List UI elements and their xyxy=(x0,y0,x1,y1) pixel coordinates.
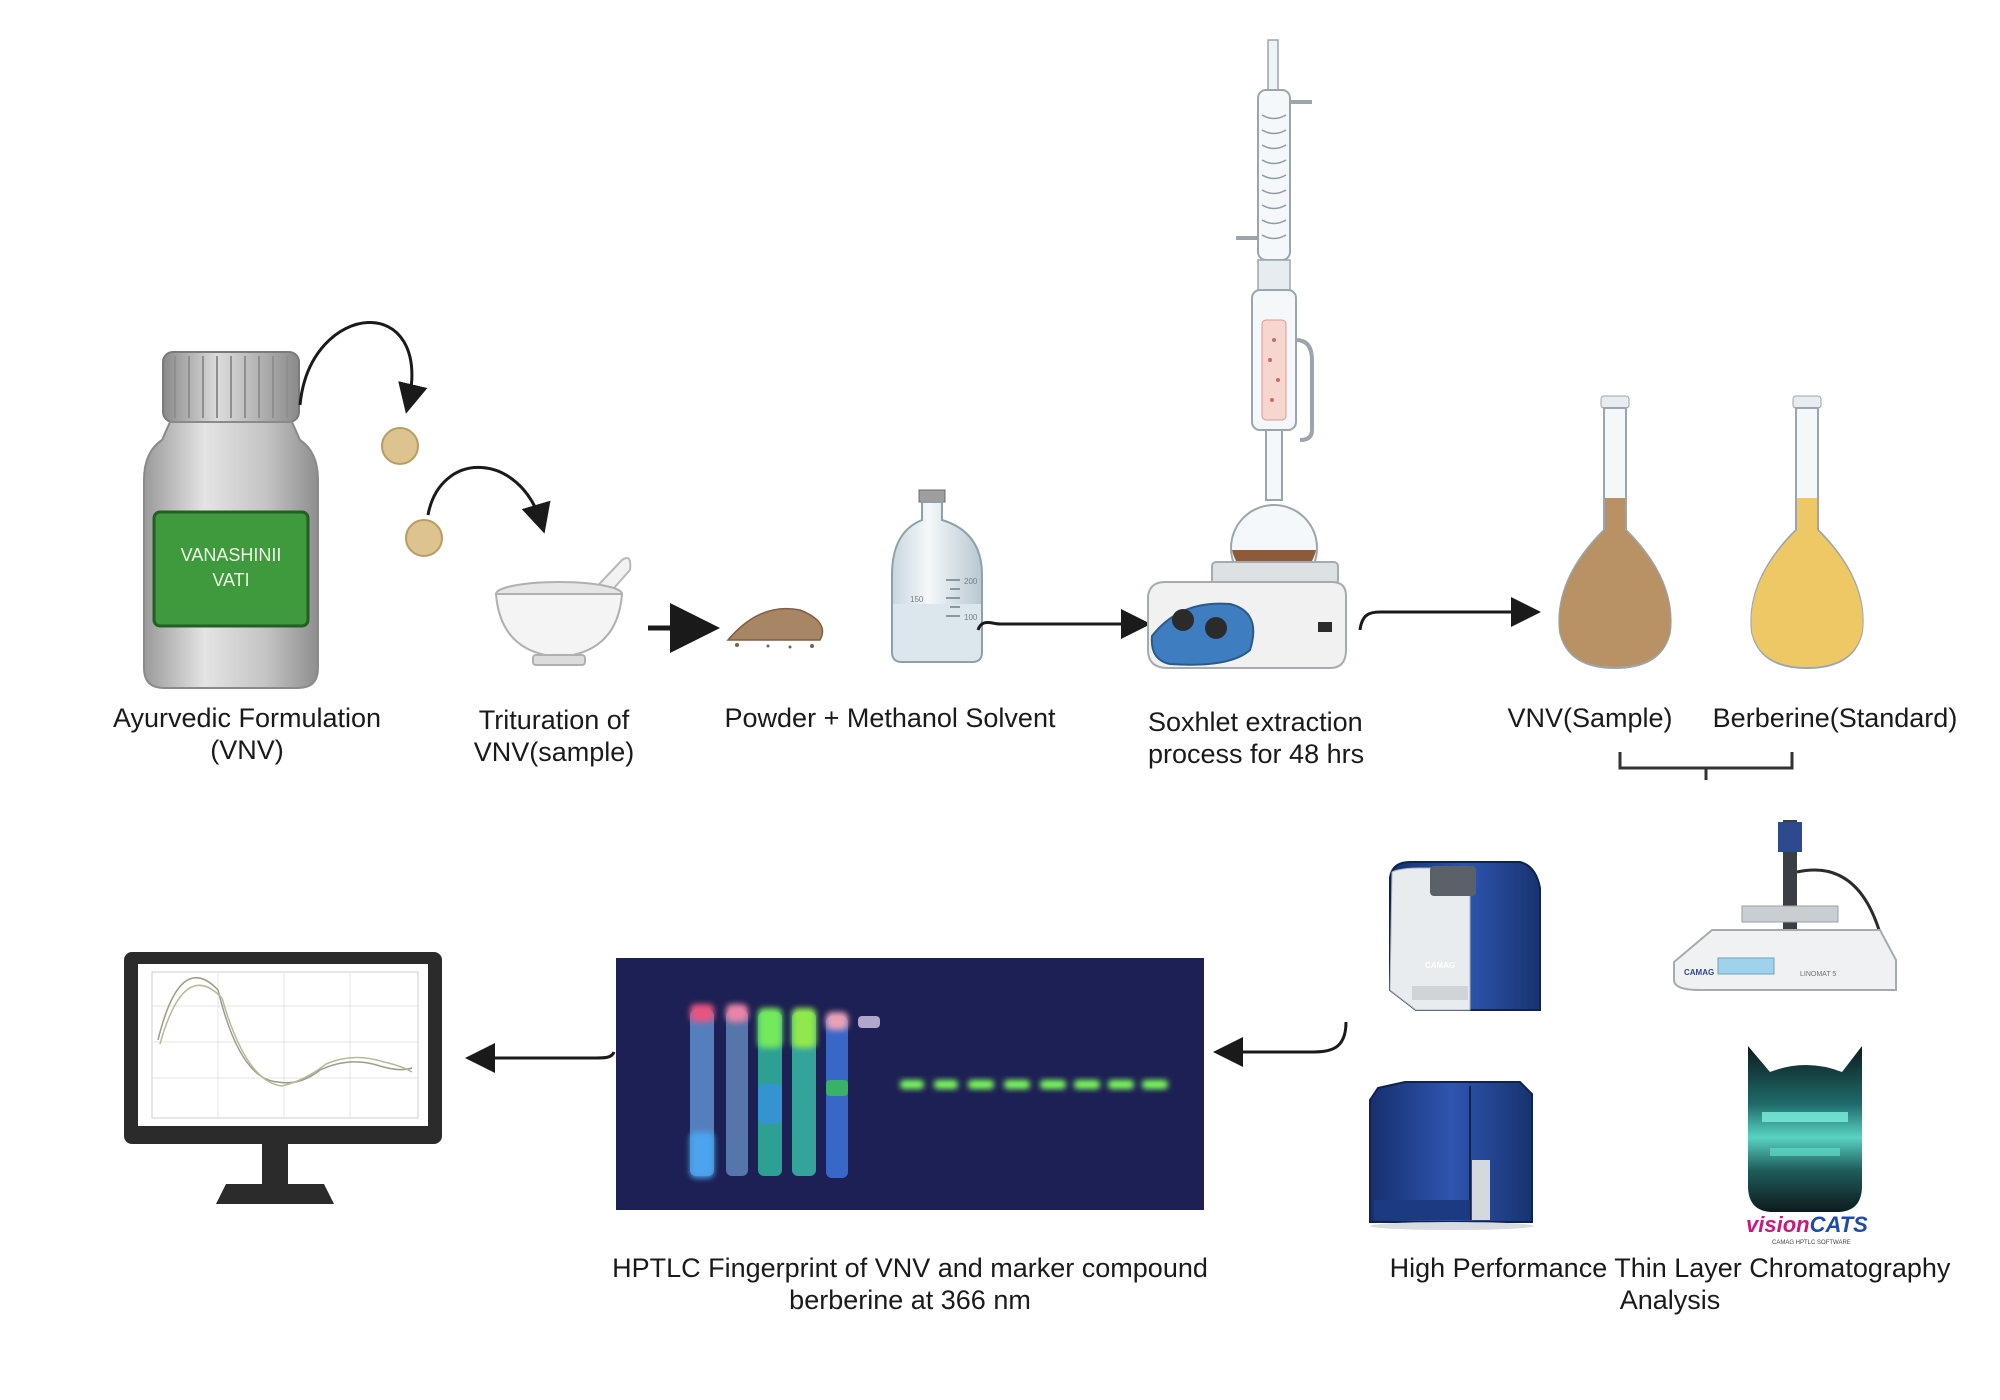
pill-icon xyxy=(381,427,419,465)
label-line: Soxhlet extraction xyxy=(1148,707,1363,737)
bracket-connector xyxy=(1618,752,1794,780)
standard-flask-icon xyxy=(1750,395,1864,670)
spectrum-curve xyxy=(159,984,413,1087)
soxhlet-apparatus-icon xyxy=(1147,39,1347,669)
applicator-model: LINOMAT 5 xyxy=(1800,971,1836,978)
label-line: Powder + Methanol Solvent xyxy=(724,703,1056,733)
arrow-solvent-to-soxhlet xyxy=(976,609,1151,639)
label-soxhlet-extraction: Soxhlet extraction process for 48 hrs xyxy=(1148,706,1388,770)
visioncats-software-logo: visionCATS CAMAG HPTLC SOFTWARE xyxy=(1746,1046,1868,1246)
monitor-icon xyxy=(124,952,442,1204)
tlc-scanner-icon: CAMAG xyxy=(1389,861,1541,1011)
sample-lane xyxy=(792,1008,816,1176)
berberine-band xyxy=(900,1080,1168,1089)
sample-lane xyxy=(826,1012,848,1178)
label-hptlc-analysis: High Performance Thin Layer Chromatograp… xyxy=(1370,1252,1970,1316)
sample-flask-icon xyxy=(1558,395,1672,670)
label-line: process for 48 hrs xyxy=(1148,739,1365,769)
label-line: Berberine(Standard) xyxy=(1712,703,1958,733)
methanol-bottle-icon: 200 150 100 xyxy=(891,489,983,663)
bottle-mark-200: 200 xyxy=(964,577,978,586)
software-tagline: CAMAG HPTLC SOFTWARE xyxy=(1772,1240,1851,1246)
scanner-brand: CAMAG xyxy=(1425,961,1455,970)
label-powder-methanol: Powder + Methanol Solvent xyxy=(710,702,1070,734)
label-line: VNV(Sample) xyxy=(1507,703,1673,733)
arrow-instruments-to-plate xyxy=(1213,1021,1348,1067)
label-line: berberine at 366 nm xyxy=(789,1285,1031,1315)
curved-arrow-bottle-to-pill xyxy=(298,321,428,414)
label-line: Trituration of xyxy=(478,705,630,735)
bottle-mark-150: 150 xyxy=(910,595,924,604)
label-line: Analysis xyxy=(1619,1285,1721,1315)
label-hptlc-fingerprint: HPTLC Fingerprint of VNV and marker comp… xyxy=(590,1252,1230,1316)
arrow-soxhlet-to-flasks xyxy=(1358,597,1541,631)
powder-pile-icon xyxy=(726,607,824,649)
label-line: High Performance Thin Layer Chromatograp… xyxy=(1389,1253,1951,1283)
linomat-applicator-icon: CAMAG LINOMAT 5 xyxy=(1673,820,1897,991)
curved-arrow-pill-to-mortar xyxy=(426,465,551,534)
sample-lane xyxy=(758,1008,782,1176)
label-berberine-standard: Berberine(Standard) xyxy=(1700,702,1970,734)
bottle-label-line1: VANASHINII xyxy=(181,545,282,565)
svg-text:visionCATS: visionCATS xyxy=(1746,1212,1868,1237)
mortar-and-pestle-icon xyxy=(494,557,632,666)
software-name-part2: CATS xyxy=(1810,1212,1869,1237)
software-name-part1: vision xyxy=(1746,1212,1810,1237)
hptlc-plate-image xyxy=(616,958,1204,1210)
arrow-plate-to-monitor xyxy=(465,1043,616,1073)
label-line: Ayurvedic Formulation xyxy=(112,703,382,733)
label-vnv-sample: VNV(Sample) xyxy=(1480,702,1700,734)
label-line: HPTLC Fingerprint of VNV and marker comp… xyxy=(612,1253,1208,1283)
sample-lane xyxy=(690,1004,714,1178)
tlc-visualizer-icon xyxy=(1369,1081,1534,1230)
label-ayurvedic-formulation: Ayurvedic Formulation (VNV) xyxy=(96,702,398,766)
sample-lane xyxy=(726,1004,748,1176)
label-line: VNV(sample) xyxy=(473,737,635,767)
applicator-brand: CAMAG xyxy=(1684,968,1714,977)
supplement-bottle-icon: VANASHINII VATI xyxy=(143,351,319,689)
label-trituration: Trituration of VNV(sample) xyxy=(458,704,650,768)
spectrum-curve xyxy=(157,977,413,1084)
bottle-mark-100: 100 xyxy=(964,613,978,622)
sample-lane xyxy=(858,1016,880,1028)
pill-icon xyxy=(405,519,443,557)
label-line: (VNV) xyxy=(210,735,284,765)
bottle-label-line2: VATI xyxy=(212,570,249,590)
